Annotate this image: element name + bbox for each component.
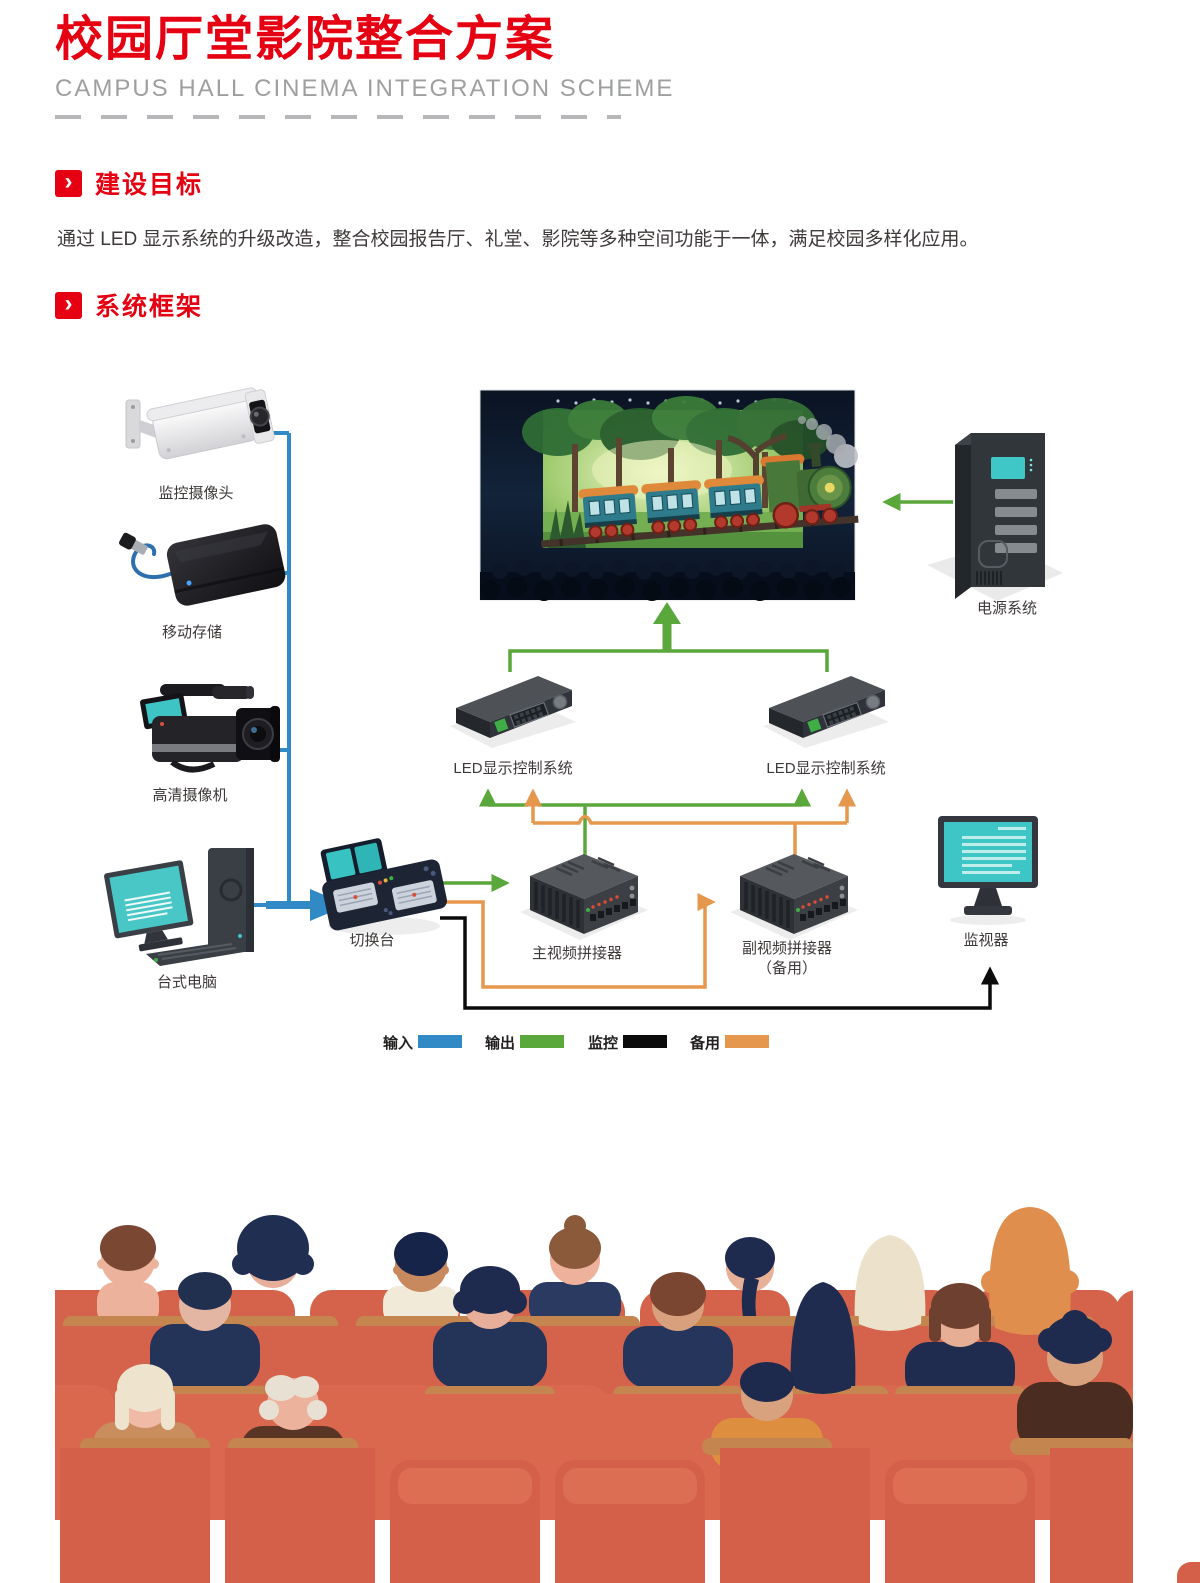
- desktop-label: 台式电脑: [157, 974, 217, 991]
- legend-input-label: 输入: [383, 1034, 413, 1052]
- power-system-icon: [927, 433, 1063, 601]
- led-right-label: LED显示控制系统: [766, 760, 885, 777]
- camcorder-label: 高清摄像机: [152, 787, 227, 804]
- cctv-camera-icon: [125, 387, 275, 460]
- person-navy-curly-man: [1010, 1310, 1133, 1583]
- section-goal-heading: › 建设目标: [55, 165, 203, 201]
- main-splicer-icon: [518, 852, 650, 942]
- legend-monitoring-swatch: [623, 1035, 667, 1048]
- page-title: 校园厅堂影院整合方案: [55, 13, 556, 66]
- goal-body-text: 通过 LED 显示系统的升级改造，整合校园报告厅、礼堂、影院等多种空间功能于一体…: [57, 229, 979, 250]
- monitoring-line: [440, 916, 1000, 1010]
- audience-illustration: [55, 1207, 1133, 1583]
- legend-output-swatch: [520, 1035, 564, 1048]
- mobile-storage-icon: [119, 524, 286, 606]
- monitor-icon: [938, 816, 1038, 925]
- section-framework-heading: › 系统框架: [55, 287, 203, 323]
- input-lines: [245, 431, 291, 907]
- person-balding-elderly: [225, 1375, 375, 1583]
- person-orange-shirt-man: [702, 1362, 870, 1583]
- storage-label: 移动存储: [162, 624, 222, 641]
- cinema-screen-image: [479, 389, 859, 601]
- section-goal-label: 建设目标: [95, 171, 204, 199]
- system-framework-diagram: 监控摄像头 移动存储: [104, 387, 1063, 1052]
- dashed-divider: [55, 114, 621, 119]
- audience-front-row: [60, 1310, 1133, 1583]
- corner-seat-fragment: [1177, 1562, 1200, 1583]
- smoke-puffs: [798, 416, 858, 468]
- legend-backup-swatch: [725, 1035, 769, 1048]
- desktop-pc-icon: [104, 848, 254, 966]
- monitor-label: 监视器: [963, 932, 1008, 949]
- backup-lines: [440, 788, 857, 989]
- led-controller-right-icon: [762, 675, 890, 749]
- page-subtitle: CAMPUS HALL CINEMA INTEGRATION SCHEME: [55, 74, 675, 102]
- output-main-arrow: [653, 602, 681, 651]
- backup-splicer-note: （备用）: [757, 960, 817, 977]
- led-left-label: LED显示控制系统: [453, 760, 572, 777]
- train-illustration: [540, 442, 859, 548]
- legend-input-swatch: [418, 1035, 462, 1048]
- backup-splicer-icon: [728, 852, 860, 942]
- section-framework-label: 系统框架: [95, 293, 204, 321]
- legend-backup-label: 备用: [689, 1034, 720, 1052]
- locomotive: [760, 442, 852, 529]
- backup-splicer-label: 副视频拼接器: [742, 940, 832, 957]
- main-splicer-label: 主视频拼接器: [532, 945, 622, 962]
- switcher-label: 切换台: [349, 932, 394, 949]
- switcher-icon: [320, 838, 448, 935]
- person-cream-short-hair-woman: [60, 1364, 210, 1583]
- chevron-icon: ›: [55, 169, 82, 197]
- led-controller-left-icon: [449, 675, 577, 749]
- power-label: 电源系统: [977, 600, 1037, 617]
- header: 校园厅堂影院整合方案 CAMPUS HALL CINEMA INTEGRATIO…: [55, 13, 675, 119]
- camera-label: 监控摄像头: [158, 485, 233, 502]
- legend-monitoring-label: 监控: [588, 1034, 618, 1052]
- legend-output-label: 输出: [485, 1034, 515, 1052]
- camcorder-icon: [140, 684, 280, 773]
- line-legend: 输入 输出 监控 备用: [383, 1034, 769, 1052]
- chevron-icon: ›: [55, 291, 82, 319]
